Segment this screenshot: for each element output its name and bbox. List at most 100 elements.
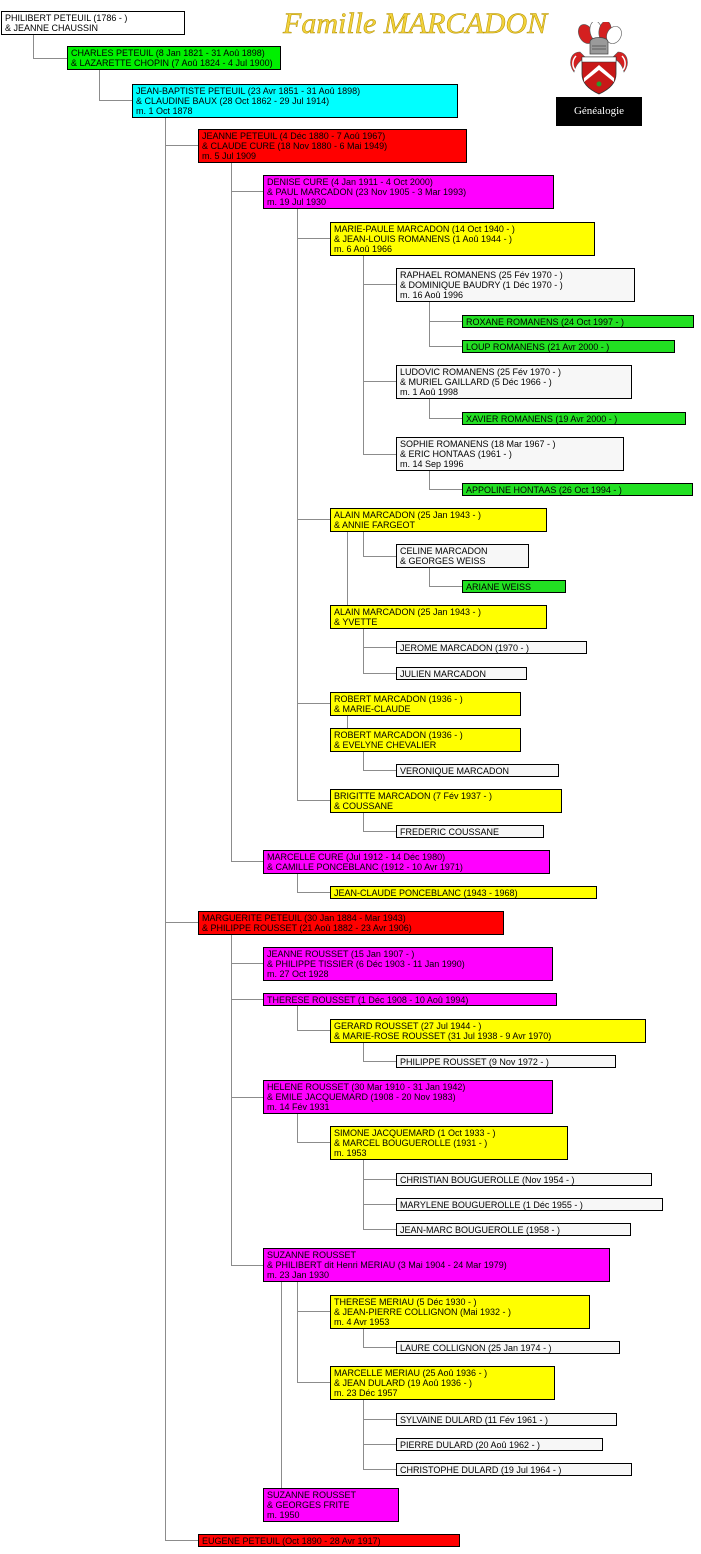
person-box-xavier-romanens[interactable]: XAVIER ROMANENS (19 Avr 2000 - ) — [462, 412, 686, 425]
person-name: DENISE CURE (4 Jan 1911 - 4 Oct 2000) — [267, 177, 433, 187]
connector-therese-meriau — [363, 1329, 396, 1348]
spouse-name: & JEANNE CHAUSSIN — [5, 23, 99, 33]
connector-marie-paule-marcadon — [363, 256, 396, 455]
person-name: VERONIQUE MARCADON — [400, 766, 510, 776]
spouse-name: & MURIEL GAILLARD (5 Déc 1966 - ) — [400, 377, 552, 387]
person-box-denise-cure[interactable]: DENISE CURE (4 Jan 1911 - 4 Oct 2000) & … — [263, 175, 554, 209]
spouse-name: & LAZARETTE CHOPIN (7 Aoû 1824 - 4 Jul 1… — [71, 58, 273, 68]
spouse-name: & GEORGES FRITE — [267, 1500, 350, 1510]
person-box-ludovic-romanens[interactable]: LUDOVIC ROMANENS (25 Fév 1970 - ) & MURI… — [396, 365, 632, 399]
person-name: APPOLINE HONTAAS (26 Oct 1994 - ) — [466, 485, 622, 495]
person-box-marie-paule-marcadon[interactable]: MARIE-PAULE MARCADON (14 Oct 1940 - ) & … — [330, 222, 595, 256]
person-box-marylene-bouguerolle[interactable]: MARYLENE BOUGUEROLLE (1 Déc 1955 - ) — [396, 1198, 663, 1211]
person-box-charles-peteuil[interactable]: CHARLES PETEUIL (8 Jan 1821 - 31 Aoû 189… — [67, 46, 281, 70]
person-box-jean-marc-bouguerolle[interactable]: JEAN-MARC BOUGUEROLLE (1958 - ) — [396, 1223, 631, 1236]
connector-charles-peteuil — [99, 70, 132, 101]
person-name: CHRISTOPHE DULARD (19 Jul 1964 - ) — [400, 1465, 562, 1475]
person-box-pierre-dulard[interactable]: PIERRE DULARD (20 Aoû 1962 - ) — [396, 1438, 603, 1451]
person-name: JEAN-CLAUDE PONCEBLANC (1943 - 1968) — [334, 888, 518, 898]
marriage-date: m. 4 Avr 1953 — [334, 1317, 390, 1327]
person-box-suzanne-rousset-frite[interactable]: SUZANNE ROUSSET & GEORGES FRITE m. 1950 — [263, 1488, 399, 1522]
spouse-name: & YVETTE — [334, 617, 378, 627]
person-box-simone-jacquemard[interactable]: SIMONE JACQUEMARD (1 Oct 1933 - ) & MARC… — [330, 1126, 568, 1160]
spouse-name: & MARIE-CLAUDE — [334, 704, 411, 714]
person-box-helene-rousset[interactable]: HELENE ROUSSET (30 Mar 1910 - 31 Jan 194… — [263, 1080, 553, 1114]
marriage-date: m. 1950 — [267, 1510, 300, 1520]
spouse-name: & ANNIE FARGEOT — [334, 520, 416, 530]
connector-gerard-rousset — [363, 1043, 396, 1062]
person-box-marcelle-meriau[interactable]: MARCELLE MERIAU (25 Aoû 1936 - ) & JEAN … — [330, 1366, 555, 1400]
person-box-therese-meriau[interactable]: THERESE MERIAU (5 Déc 1930 - ) & JEAN-PI… — [330, 1295, 590, 1329]
person-name: LOUP ROMANENS (21 Avr 2000 - ) — [466, 342, 610, 352]
person-box-veronique-marcadon[interactable]: VERONIQUE MARCADON — [396, 764, 559, 777]
person-box-laure-collignon[interactable]: LAURE COLLIGNON (25 Jan 1974 - ) — [396, 1341, 620, 1354]
person-box-robert-marcadon-marie-claude[interactable]: ROBERT MARCADON (1936 - ) & MARIE-CLAUDE — [330, 692, 521, 716]
marriage-date: m. 1 Oct 1878 — [136, 106, 193, 116]
person-name: MARIE-PAULE MARCADON (14 Oct 1940 - ) — [334, 224, 515, 234]
person-name: BRIGITTE MARCADON (7 Fév 1937 - ) — [334, 791, 493, 801]
marriage-date: m. 6 Aoû 1966 — [334, 244, 393, 254]
person-box-frederic-coussane[interactable]: FREDERIC COUSSANE — [396, 825, 544, 838]
spouse-name: & CLAUDINE BAUX (28 Oct 1862 - 29 Jul 19… — [136, 96, 330, 106]
person-box-jean-claude-ponceblanc[interactable]: JEAN-CLAUDE PONCEBLANC (1943 - 1968) — [330, 886, 597, 899]
person-box-roxane-romanens[interactable]: ROXANE ROMANENS (24 Oct 1997 - ) — [462, 315, 694, 328]
person-box-jerome-marcadon[interactable]: JEROME MARCADON (1970 - ) — [396, 641, 587, 654]
person-name: PHILIPPE ROUSSET (9 Nov 1972 - ) — [400, 1057, 549, 1067]
marriage-date: m. 16 Aoû 1996 — [400, 290, 464, 300]
person-name: SUZANNE ROUSSET — [267, 1490, 357, 1500]
person-name: ROXANE ROMANENS (24 Oct 1997 - ) — [466, 317, 625, 327]
spouse-name: & PHILIPPE TISSIER (6 Déc 1903 - 11 Jan … — [267, 959, 465, 969]
person-box-jeanne-rousset[interactable]: JEANNE ROUSSET (15 Jan 1907 - ) & PHILIP… — [263, 947, 553, 981]
person-box-philippe-rousset[interactable]: PHILIPPE ROUSSET (9 Nov 1972 - ) — [396, 1055, 616, 1068]
person-box-alain-marcadon-yvette[interactable]: ALAIN MARCADON (25 Jan 1943 - ) & YVETTE — [330, 605, 547, 629]
person-name: SUZANNE ROUSSET — [267, 1250, 357, 1260]
person-box-sophie-romanens[interactable]: SOPHIE ROMANENS (18 Mar 1967 - ) & ERIC … — [396, 437, 624, 471]
person-box-alain-marcadon-annie-fargeot[interactable]: ALAIN MARCADON (25 Jan 1943 - ) & ANNIE … — [330, 508, 547, 532]
person-box-christophe-dulard[interactable]: CHRISTOPHE DULARD (19 Jul 1964 - ) — [396, 1463, 632, 1476]
person-name: PIERRE DULARD (20 Aoû 1962 - ) — [400, 1440, 541, 1450]
person-box-christian-bouguerolle[interactable]: CHRISTIAN BOUGUEROLLE (Nov 1954 - ) — [396, 1173, 652, 1186]
person-box-sylvaine-dulard[interactable]: SYLVAINE DULARD (11 Fév 1961 - ) — [396, 1413, 617, 1426]
connector-robert-marcadon-evelyne — [363, 752, 396, 771]
connector-celine-marcadon — [429, 568, 462, 587]
person-box-marguerite-peteuil[interactable]: MARGUERITE PETEUIL (30 Jan 1884 - Mar 19… — [198, 911, 504, 935]
connector-marcelle-meriau — [363, 1400, 396, 1470]
person-box-ariane-weiss[interactable]: ARIANE WEISS — [462, 580, 566, 593]
marriage-date: m. 14 Fév 1931 — [267, 1102, 330, 1112]
person-box-robert-marcadon-evelyne-chevalier[interactable]: ROBERT MARCADON (1936 - ) & EVELYNE CHEV… — [330, 728, 521, 752]
connector-marguerite-peteuil — [231, 935, 263, 1266]
marriage-date: m. 1953 — [334, 1148, 367, 1158]
person-box-appoline-hontaas[interactable]: APPOLINE HONTAAS (26 Oct 1994 - ) — [462, 483, 693, 496]
person-box-gerard-rousset[interactable]: GERARD ROUSSET (27 Jul 1944 - ) & MARIE-… — [330, 1019, 646, 1043]
person-box-therese-rousset[interactable]: THERESE ROUSSET (1 Déc 1908 - 10 Aoû 199… — [263, 993, 557, 1006]
person-box-julien-marcadon[interactable]: JULIEN MARCADON — [396, 667, 527, 680]
connector-ludovic-romanens — [429, 399, 462, 419]
person-name: XAVIER ROMANENS (19 Avr 2000 - ) — [466, 414, 618, 424]
person-box-marcelle-cure[interactable]: MARCELLE CURE (Jul 1912 - 14 Déc 1980) &… — [263, 850, 550, 874]
connector-alain-marcadon-yvette — [363, 629, 396, 674]
person-name: ALAIN MARCADON (25 Jan 1943 - ) — [334, 607, 482, 617]
person-box-jeanne-peteuil[interactable]: JEANNE PETEUIL (4 Déc 1880 - 7 Aoû 1967)… — [198, 129, 467, 163]
spouse-name: & MARCEL BOUGUEROLLE (1931 - ) — [334, 1138, 488, 1148]
spouse-name: & CAMILLE PONCEBLANC (1912 - 10 Avr 1971… — [267, 862, 463, 872]
person-box-celine-marcadon[interactable]: CELINE MARCADON & GEORGES WEISS — [396, 544, 529, 568]
connector-raphael-romanens — [429, 302, 462, 347]
marriage-date: m. 27 Oct 1928 — [267, 969, 329, 979]
connector-brigitte-marcadon — [363, 813, 396, 832]
person-box-suzanne-rousset-meriau[interactable]: SUZANNE ROUSSET & PHILIBERT dit Henri ME… — [263, 1248, 610, 1282]
person-box-eugene-peteuil[interactable]: EUGENE PETEUIL (Oct 1890 - 28 Avr 1917) — [198, 1534, 460, 1547]
person-name: RAPHAEL ROMANENS (25 Fév 1970 - ) — [400, 270, 563, 280]
spouse-name: & GEORGES WEISS — [400, 556, 486, 566]
person-box-raphael-romanens[interactable]: RAPHAEL ROMANENS (25 Fév 1970 - ) & DOMI… — [396, 268, 635, 302]
person-box-philibert-peteuil[interactable]: PHILIBERT PETEUIL (1786 - ) & JEANNE CHA… — [1, 11, 185, 35]
genealogie-button[interactable]: Généalogie — [556, 97, 642, 126]
person-box-brigitte-marcadon[interactable]: BRIGITTE MARCADON (7 Fév 1937 - ) & COUS… — [330, 789, 562, 813]
person-name: LAURE COLLIGNON (25 Jan 1974 - ) — [400, 1343, 552, 1353]
connector-denise-cure — [297, 209, 330, 801]
connector-alain-marcadon — [347, 532, 396, 605]
person-name: JEANNE ROUSSET (15 Jan 1907 - ) — [267, 949, 415, 959]
person-box-loup-romanens[interactable]: LOUP ROMANENS (21 Avr 2000 - ) — [462, 340, 675, 353]
spouse-name: & EMILE JACQUEMARD (1908 - 20 Nov 1983) — [267, 1092, 456, 1102]
person-box-jean-baptiste-peteuil[interactable]: JEAN-BAPTISTE PETEUIL (23 Avr 1851 - 31 … — [132, 84, 458, 118]
